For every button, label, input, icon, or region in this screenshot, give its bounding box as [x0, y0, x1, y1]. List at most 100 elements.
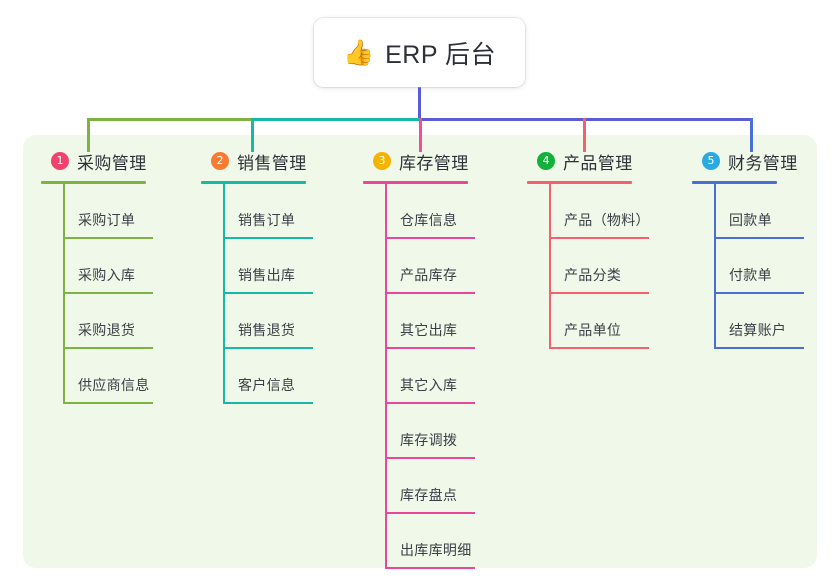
branch-item[interactable]: 销售订单	[201, 184, 351, 239]
branch-item-rule	[385, 457, 475, 459]
branch-item-label: 销售订单	[238, 212, 296, 228]
branch-item-rule	[63, 237, 153, 239]
branch-item-rule	[549, 347, 649, 349]
trunk-segment-teal	[251, 118, 422, 121]
branch-item-label: 采购订单	[78, 212, 136, 228]
root-node-label: ERP 后台	[385, 40, 497, 69]
branch-item-rule	[385, 512, 475, 514]
branch-item[interactable]: 采购退货	[41, 294, 191, 349]
branch-column-3: 3 库存管理仓库信息产品库存其它出库其它入库库存调拨库存盘点出库库明细	[363, 148, 513, 569]
branch-item-list-1: 采购订单采购入库采购退货供应商信息	[41, 184, 191, 404]
branch-header-rule-4	[527, 181, 632, 184]
branch-item-rule	[63, 347, 153, 349]
branch-item[interactable]: 供应商信息	[41, 349, 191, 404]
branch-item-rule	[223, 237, 313, 239]
branch-item-label: 销售出库	[238, 267, 296, 283]
branch-item[interactable]: 产品库存	[363, 239, 513, 294]
branch-item[interactable]: 结算账户	[692, 294, 822, 349]
branch-item[interactable]: 产品分类	[527, 239, 677, 294]
branch-item[interactable]: 仓库信息	[363, 184, 513, 239]
branch-item-rule	[223, 347, 313, 349]
branch-item-rule	[549, 237, 649, 239]
branch-column-1: 1 采购管理采购订单采购入库采购退货供应商信息	[41, 148, 191, 404]
branch-item-label: 付款单	[729, 267, 772, 283]
branch-item-rule	[385, 292, 475, 294]
branch-item[interactable]: 客户信息	[201, 349, 351, 404]
branch-item[interactable]: 产品（物料）	[527, 184, 677, 239]
branch-item[interactable]: 库存调拨	[363, 404, 513, 459]
branch-header-rule-3	[363, 181, 468, 184]
branch-title-3: 库存管理	[399, 153, 469, 173]
trunk-segment-green	[87, 118, 254, 121]
branch-item[interactable]: 其它出库	[363, 294, 513, 349]
branch-item-label: 供应商信息	[78, 377, 150, 393]
branch-item[interactable]: 销售出库	[201, 239, 351, 294]
branch-spine-4	[549, 184, 551, 349]
branch-item-label: 结算账户	[729, 322, 787, 338]
branch-spine-2	[223, 184, 225, 404]
branch-item-label: 出库库明细	[400, 542, 472, 558]
branch-drop-line-5	[750, 118, 753, 152]
branch-item-label: 库存调拨	[400, 432, 458, 448]
branch-item-rule	[385, 402, 475, 404]
branch-number-badge-4: 4	[537, 152, 555, 170]
root-node[interactable]: 👍 ERP 后台	[314, 18, 525, 87]
branch-number-badge-1: 1	[51, 152, 69, 170]
trunk-segment-indigo	[419, 118, 753, 121]
diagram-panel	[23, 135, 817, 568]
branch-header-4[interactable]: 4 产品管理	[527, 148, 677, 174]
branch-item-label: 产品（物料）	[564, 212, 650, 228]
branch-item[interactable]: 产品单位	[527, 294, 677, 349]
branch-header-rule-5	[692, 181, 777, 184]
branch-item-list-2: 销售订单销售出库销售退货客户信息	[201, 184, 351, 404]
branch-number-badge-5: 5	[702, 152, 720, 170]
branch-drop-line-1	[87, 118, 90, 152]
branch-item-rule	[223, 402, 313, 404]
branch-number-badge-3: 3	[373, 152, 391, 170]
branch-item-list-5: 回款单付款单结算账户	[692, 184, 822, 349]
branch-drop-line-4	[583, 118, 586, 152]
branch-item-rule	[549, 292, 649, 294]
branch-item-rule	[63, 402, 153, 404]
branch-item[interactable]: 库存盘点	[363, 459, 513, 514]
branch-item-rule	[63, 292, 153, 294]
branch-drop-line-3	[419, 118, 422, 152]
branch-item[interactable]: 采购入库	[41, 239, 191, 294]
branch-item-label: 产品库存	[400, 267, 458, 283]
branch-item[interactable]: 采购订单	[41, 184, 191, 239]
branch-item[interactable]: 付款单	[692, 239, 822, 294]
branch-title-1: 采购管理	[77, 153, 147, 173]
branch-header-rule-1	[41, 181, 146, 184]
branch-spine-1	[63, 184, 65, 404]
branch-item-label: 其它入库	[400, 377, 458, 393]
branch-title-4: 产品管理	[563, 153, 633, 173]
branch-header-3[interactable]: 3 库存管理	[363, 148, 513, 174]
branch-item-label: 采购入库	[78, 267, 136, 283]
branch-spine-3	[385, 184, 387, 569]
root-stem-line	[418, 87, 421, 121]
branch-header-1[interactable]: 1 采购管理	[41, 148, 191, 174]
branch-title-2: 销售管理	[237, 153, 307, 173]
branch-item-rule	[714, 347, 804, 349]
branch-item-list-3: 仓库信息产品库存其它出库其它入库库存调拨库存盘点出库库明细	[363, 184, 513, 569]
branch-item-label: 客户信息	[238, 377, 296, 393]
branch-header-rule-2	[201, 181, 306, 184]
branch-item[interactable]: 出库库明细	[363, 514, 513, 569]
branch-spine-5	[714, 184, 716, 349]
branch-item-label: 销售退货	[238, 322, 296, 338]
branch-item[interactable]: 其它入库	[363, 349, 513, 404]
branch-item-rule	[223, 292, 313, 294]
branch-item-label: 库存盘点	[400, 487, 458, 503]
branch-item[interactable]: 回款单	[692, 184, 822, 239]
branch-item[interactable]: 销售退货	[201, 294, 351, 349]
branch-item-label: 采购退货	[78, 322, 136, 338]
branch-item-rule	[385, 237, 475, 239]
branch-item-label: 产品单位	[564, 322, 622, 338]
branch-item-label: 其它出库	[400, 322, 458, 338]
branch-item-label: 产品分类	[564, 267, 622, 283]
